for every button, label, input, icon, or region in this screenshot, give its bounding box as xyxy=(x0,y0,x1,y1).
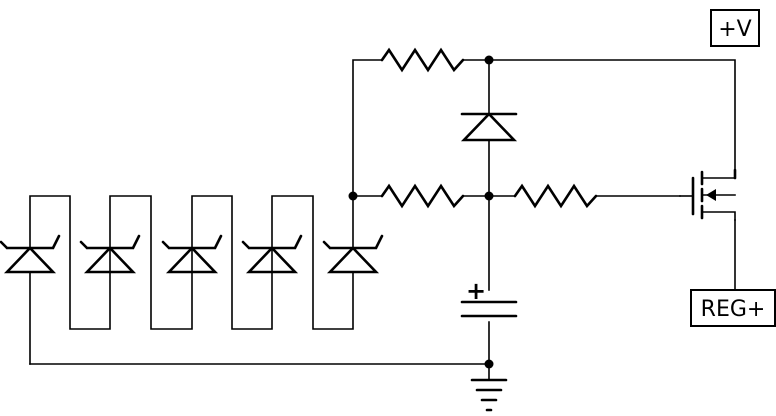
polarized-capacitor: + xyxy=(460,277,518,318)
supply-label-box: +V xyxy=(710,9,760,47)
resistor-top xyxy=(380,47,465,73)
wires xyxy=(29,59,736,381)
zener-diode-2 xyxy=(79,234,141,274)
resistor-gate xyxy=(513,183,598,209)
ground-icon xyxy=(470,378,508,412)
zener-diode-3 xyxy=(161,234,223,274)
capacitor-plus-label: + xyxy=(466,277,486,305)
junction-dots xyxy=(348,55,494,369)
resistor-middle xyxy=(380,183,465,209)
mosfet xyxy=(679,168,737,221)
diode xyxy=(460,112,518,142)
output-label: REG+ xyxy=(701,297,766,322)
zener-diode-4 xyxy=(241,234,303,274)
zener-diode-5 xyxy=(322,234,384,274)
supply-label: +V xyxy=(718,17,751,42)
zener-diode-1 xyxy=(0,234,61,274)
output-label-box: REG+ xyxy=(690,289,776,327)
